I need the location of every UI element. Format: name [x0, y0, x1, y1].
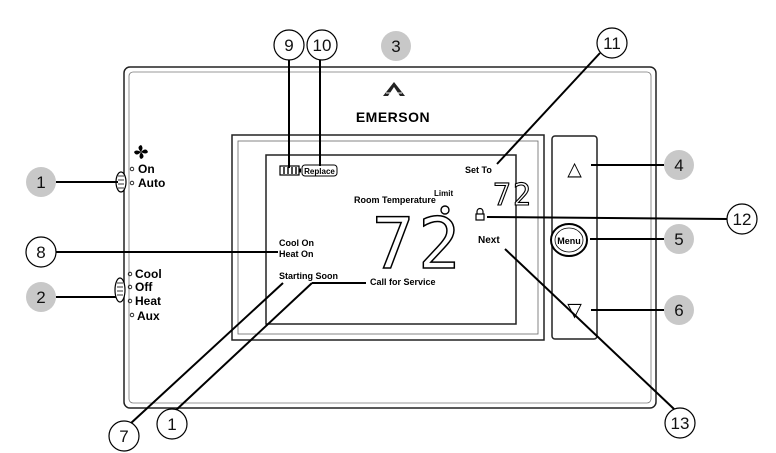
leader-line-11-set-to [496, 52, 601, 165]
callout-1-service: 1 [167, 415, 176, 434]
callout-3-bubble [381, 31, 411, 61]
up-button[interactable]: △ [567, 158, 582, 180]
mode-cool-label: Cool [135, 267, 162, 281]
fan-auto-dot [129, 180, 135, 186]
display-bezel [231, 134, 545, 341]
callout-6: 6 [674, 301, 683, 320]
callout-4: 4 [674, 156, 683, 175]
thermostat-body-inner-edge [128, 71, 652, 404]
call-for-service-label: Call for Service [370, 277, 436, 287]
callout-8: 8 [36, 243, 45, 262]
mode-off-dot [127, 284, 133, 290]
fan-icon [134, 145, 148, 159]
leader-line-13-next [504, 248, 675, 410]
callout-5: 5 [674, 230, 683, 249]
leader-lines [56, 52, 729, 425]
brand-name: EMERSON [356, 109, 430, 125]
emerson-logo-icon [383, 82, 405, 96]
callout-12-bubble [726, 203, 758, 235]
leader-line-7-starting-soon [129, 282, 284, 425]
cool-on-label: Cool On [279, 238, 314, 248]
callout-2-bubble [26, 282, 56, 312]
mode-switch-knob[interactable] [114, 277, 126, 303]
callout-2: 2 [36, 288, 45, 307]
callout-13-bubble [664, 407, 696, 439]
callout-1-fan-bubble [26, 167, 56, 197]
callout-1-service-bubble [156, 408, 188, 440]
callout-11-bubble [596, 27, 628, 59]
callout-1-fan: 1 [36, 173, 45, 192]
mode-off-label: Off [135, 280, 153, 294]
next-label: Next [478, 235, 500, 246]
callout-3: 3 [391, 37, 400, 56]
callout-10: 10 [313, 36, 332, 55]
display-bezel-inner [237, 140, 539, 335]
callout-4-bubble [664, 150, 694, 180]
leader-line-12-lock [486, 216, 729, 220]
mode-heat-label: Heat [135, 294, 161, 308]
replace-label: Replace [304, 167, 335, 176]
room-temperature-label: Room Temperature [354, 195, 436, 205]
callout-11: 11 [603, 34, 621, 53]
limit-label: Limit [434, 189, 453, 198]
leader-line-1-call-for-service-a [174, 282, 313, 412]
mode-cool-dot [127, 271, 133, 277]
degree-symbol-icon [440, 205, 450, 215]
room-temperature-value: 72 [372, 203, 464, 285]
callout-13: 13 [671, 414, 690, 433]
callout-9-bubble [273, 29, 305, 61]
menu-button-ring [554, 227, 584, 253]
menu-button[interactable] [550, 223, 588, 257]
set-to-label: Set To [465, 165, 492, 175]
lock-icon [475, 207, 485, 221]
callout-5-bubble [664, 224, 694, 254]
callout-9: 9 [284, 36, 293, 55]
starting-soon-label: Starting Soon [279, 271, 338, 281]
fan-on-label: On [138, 162, 155, 176]
mode-aux-dot [129, 312, 135, 318]
callout-10-bubble [306, 29, 338, 61]
callout-6-bubble [664, 295, 694, 325]
mode-heat-dot [127, 298, 133, 304]
mode-aux-label: Aux [137, 309, 160, 323]
lcd-screen [265, 154, 517, 325]
down-button[interactable]: ▽ [567, 299, 582, 321]
set-to-value: 72 [493, 178, 533, 213]
heat-on-label: Heat On [279, 249, 314, 259]
callout-7: 7 [119, 427, 128, 446]
fan-on-dot [129, 166, 135, 172]
fan-auto-label: Auto [138, 176, 165, 190]
menu-button-label: Menu [557, 236, 581, 246]
callout-8-bubble [25, 236, 57, 268]
callout-7-bubble [108, 420, 140, 452]
callout-12: 12 [733, 210, 752, 229]
